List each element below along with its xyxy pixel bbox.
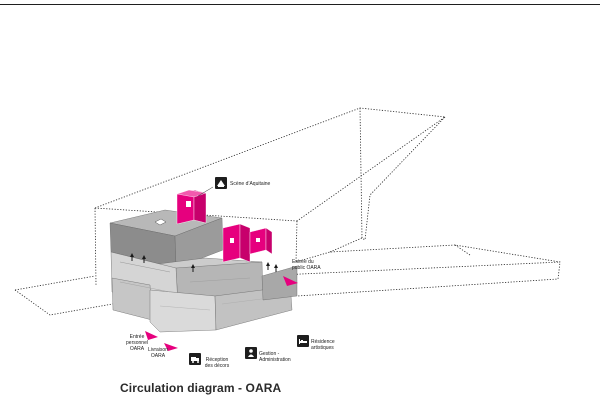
entrance-arrows bbox=[145, 276, 298, 351]
label-entree-public: Entrée du public OARA bbox=[292, 259, 321, 271]
label-gestion: Gestion - Administration bbox=[259, 351, 291, 363]
arrow-livraison bbox=[164, 343, 178, 351]
label-livraison: Livraison OARA bbox=[147, 347, 168, 359]
bed-icon bbox=[297, 335, 309, 347]
lift-marker bbox=[186, 201, 191, 207]
scene-leader bbox=[197, 186, 214, 197]
ramp bbox=[261, 265, 298, 301]
fly-tower-emblem bbox=[154, 218, 167, 226]
label-residence: Résidence artistiques bbox=[311, 339, 335, 351]
core-markers bbox=[186, 201, 260, 243]
envelope-roof bbox=[94, 107, 447, 222]
lower-wing bbox=[149, 289, 217, 333]
label-entree-personnel: Entrée personnel OARA bbox=[126, 334, 148, 352]
arrow-entree-personnel bbox=[145, 331, 158, 340]
label-scene-aquitaine: Scène d’Aquitaine bbox=[230, 181, 271, 187]
theatre-icon bbox=[215, 177, 227, 189]
vertical-arrows bbox=[130, 253, 278, 272]
staff-icon bbox=[245, 347, 257, 359]
site-outline bbox=[14, 107, 561, 316]
top-rule bbox=[0, 4, 600, 5]
label-reception: Réception des décors bbox=[204, 357, 230, 369]
truck-icon bbox=[189, 353, 201, 365]
arrow-entree-public bbox=[283, 276, 298, 286]
diagram-title: Circulation diagram - OARA bbox=[120, 381, 282, 395]
building-massing bbox=[109, 209, 298, 333]
envelope-base bbox=[14, 275, 96, 291]
